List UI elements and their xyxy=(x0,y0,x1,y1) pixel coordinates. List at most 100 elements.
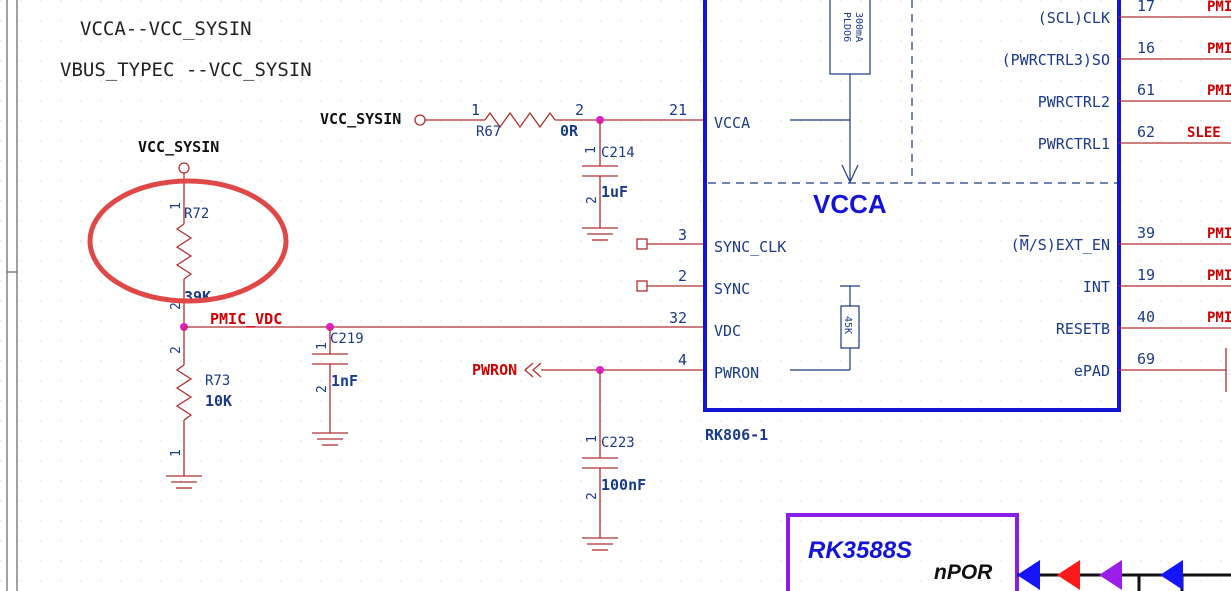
pin-number: 3 xyxy=(678,226,687,244)
right-pin-wires xyxy=(1119,16,1231,392)
npor-signal-arrows xyxy=(1017,560,1231,591)
c214-ref: C214 xyxy=(601,145,635,161)
c219-ref: C219 xyxy=(330,331,364,347)
pin-name: PWRON xyxy=(714,364,759,382)
rk3588s-box xyxy=(786,513,1019,591)
net-label-vcc-sysin-top: VCC_SYSIN xyxy=(138,138,219,156)
r67-value: 0R xyxy=(560,122,579,140)
pin-name: SYNC xyxy=(714,280,750,298)
pwron-wire xyxy=(524,362,705,378)
pldo6-arrow xyxy=(790,74,859,184)
pin-number: 19 xyxy=(1137,266,1155,284)
net-label: PMI xyxy=(1207,0,1231,15)
right-pin-epad: ePAD 69 xyxy=(1074,350,1155,380)
arrow-icon xyxy=(1099,560,1122,590)
c219-symbol xyxy=(312,327,348,446)
rk806-chip-body xyxy=(703,0,1121,412)
right-pin-int: INT 19 PMI xyxy=(1083,266,1231,296)
pin-name: (PWRCTRL3)SO xyxy=(1002,51,1110,69)
r67-ref: R67 xyxy=(476,124,501,140)
vcca-block-label: VCCA xyxy=(813,189,887,219)
pin-name: RESETB xyxy=(1056,320,1110,338)
left-pin-sync: 2 SYNC xyxy=(678,267,750,298)
pin-name-overbar: M xyxy=(1020,236,1029,254)
r72-ref: R72 xyxy=(184,206,209,222)
vcca-region-dashed xyxy=(708,0,1117,184)
pin-name: (SCL)CLK xyxy=(1038,9,1110,27)
c214-value: 1uF xyxy=(601,183,628,201)
c223-symbol xyxy=(582,370,618,551)
pin-name: SYNC_CLK xyxy=(714,238,786,256)
pin-number: 61 xyxy=(1137,81,1155,99)
r67-wires xyxy=(425,111,705,129)
pin-name: PWRCTRL1 xyxy=(1038,135,1110,153)
right-pin-pwrctrl1: PWRCTRL1 62 SLEE xyxy=(1038,123,1221,153)
highlight-circle xyxy=(87,178,289,304)
left-pin-vdc: 32 VDC xyxy=(669,309,741,340)
right-pin-pwrctrl2: PWRCTRL2 61 PMI xyxy=(1038,81,1231,111)
c223-value: 100nF xyxy=(601,476,646,494)
c214-symbol xyxy=(582,120,618,241)
pin-number: 2 xyxy=(678,267,687,285)
r73-pin2: 2 xyxy=(169,346,184,354)
net-label: PMI xyxy=(1207,226,1231,242)
rk3588s-npor-label: nPOR xyxy=(934,561,993,584)
pin-name: VCCA xyxy=(714,114,750,132)
pin-number: 4 xyxy=(678,351,687,369)
c223-pin1: 1 xyxy=(585,435,600,443)
c223-ref: C223 xyxy=(601,435,635,451)
rk3588s-title: RK3588S xyxy=(808,537,912,564)
pin-number: 21 xyxy=(669,101,687,119)
pldo6-current: 300mA xyxy=(853,12,864,42)
pin-name: (M/S)EXT_EN xyxy=(1011,236,1110,254)
sheet-border xyxy=(6,0,18,591)
note-line-1: VCCA--VCC_SYSIN xyxy=(80,18,252,40)
c219-pin1: 1 xyxy=(315,342,330,350)
sync-ports xyxy=(636,238,705,292)
pin-name: INT xyxy=(1083,278,1110,296)
pin-number: 17 xyxy=(1137,0,1155,15)
arrow-icon xyxy=(1160,560,1183,590)
c219-value: 1nF xyxy=(331,372,358,390)
internal-45k-resistor xyxy=(790,285,860,371)
pin-number: 32 xyxy=(669,309,687,327)
c219-pin2: 2 xyxy=(315,385,330,393)
net-label: PMI xyxy=(1207,41,1231,57)
net-label: PMI xyxy=(1207,268,1231,284)
right-pin-scl-clk: (SCL)CLK 17 PMI xyxy=(1038,0,1231,27)
net-label-pwron: PWRON xyxy=(472,361,517,379)
arrow-icon xyxy=(1017,560,1040,590)
pin-name: VDC xyxy=(714,322,741,340)
left-pin-sync-clk: 3 SYNC_CLK xyxy=(678,226,786,256)
r73-value: 10K xyxy=(205,392,232,410)
pldo6-label: PLDO6 xyxy=(841,12,852,42)
internal-45k-label: 45K xyxy=(842,316,853,334)
net-label: SLEE xyxy=(1187,125,1221,141)
pin-number: 39 xyxy=(1137,224,1155,242)
pin-number: 62 xyxy=(1137,123,1155,141)
r72-pin1: 1 xyxy=(169,202,184,210)
r73-ref: R73 xyxy=(205,373,230,389)
pin-name: ePAD xyxy=(1074,362,1110,380)
pin-name: PWRCTRL2 xyxy=(1038,93,1110,111)
left-pin-vcca: 21 VCCA xyxy=(669,101,750,132)
arrow-icon xyxy=(1057,560,1080,590)
net-label-pmic-vdc: PMIC_VDC xyxy=(210,310,282,328)
net-label-vcc-sysin: VCC_SYSIN xyxy=(320,110,401,128)
r73-pin1: 1 xyxy=(169,449,184,457)
pin-number: 40 xyxy=(1137,308,1155,326)
net-port-vcc-sysin-top xyxy=(178,162,190,174)
net-port-vcc-sysin xyxy=(414,114,426,126)
pin-number: 16 xyxy=(1137,39,1155,57)
pin-name-prefix: ( xyxy=(1011,236,1020,254)
c223-pin2: 2 xyxy=(585,492,600,500)
r67-pin1: 1 xyxy=(471,101,480,119)
note-line-2: VBUS_TYPEC --VCC_SYSIN xyxy=(60,59,312,81)
net-label: PMI xyxy=(1207,83,1231,99)
pin-name-suffix: /S)EXT_EN xyxy=(1029,236,1110,254)
right-pin-ext-en: (M/S)EXT_EN 39 PMI xyxy=(1011,224,1231,254)
c214-pin2: 2 xyxy=(585,196,600,204)
c214-pin1: 1 xyxy=(584,146,599,154)
